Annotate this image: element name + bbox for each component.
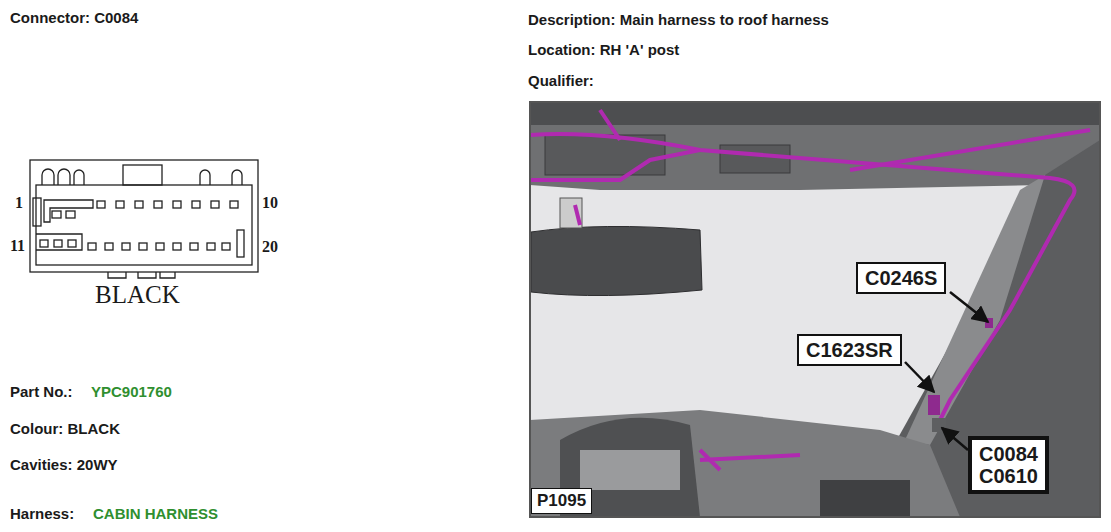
a-pillar-illustration	[530, 102, 1100, 517]
colour: Colour: BLACK	[10, 420, 120, 438]
connector-face	[30, 160, 258, 278]
harness-name: CABIN HARNESS	[93, 505, 218, 523]
callout-text: C1623SR	[806, 339, 893, 361]
qualifier: Qualifier:	[528, 72, 594, 90]
pin-number: 20	[262, 238, 278, 256]
callout-box: C1623SR	[797, 334, 902, 366]
callout-text: P1095	[537, 490, 586, 512]
callout-text: C0084 C0610	[979, 443, 1038, 487]
callout-text: C0246S	[865, 267, 937, 289]
description: Description: Main harness to roof harnes…	[528, 11, 829, 29]
connector-colour: BLACK	[95, 281, 180, 309]
cavities: Cavities: 20WY	[10, 456, 118, 474]
callout-box: C0246S	[856, 262, 946, 294]
pin-number: 1	[15, 194, 23, 212]
leader-arrow	[905, 292, 988, 450]
part-number: YPC901760	[91, 383, 172, 401]
pin-number: 11	[10, 237, 25, 255]
callout-box: C0084 C0610	[968, 436, 1049, 494]
connector-title: Connector: C0084	[10, 9, 138, 27]
figure-number: P1095	[531, 488, 592, 514]
location: Location: RH 'A' post	[528, 41, 679, 59]
pin-number: 10	[262, 194, 278, 212]
harness-label: Harness:	[10, 505, 74, 523]
part-number-label: Part No.:	[10, 383, 73, 401]
